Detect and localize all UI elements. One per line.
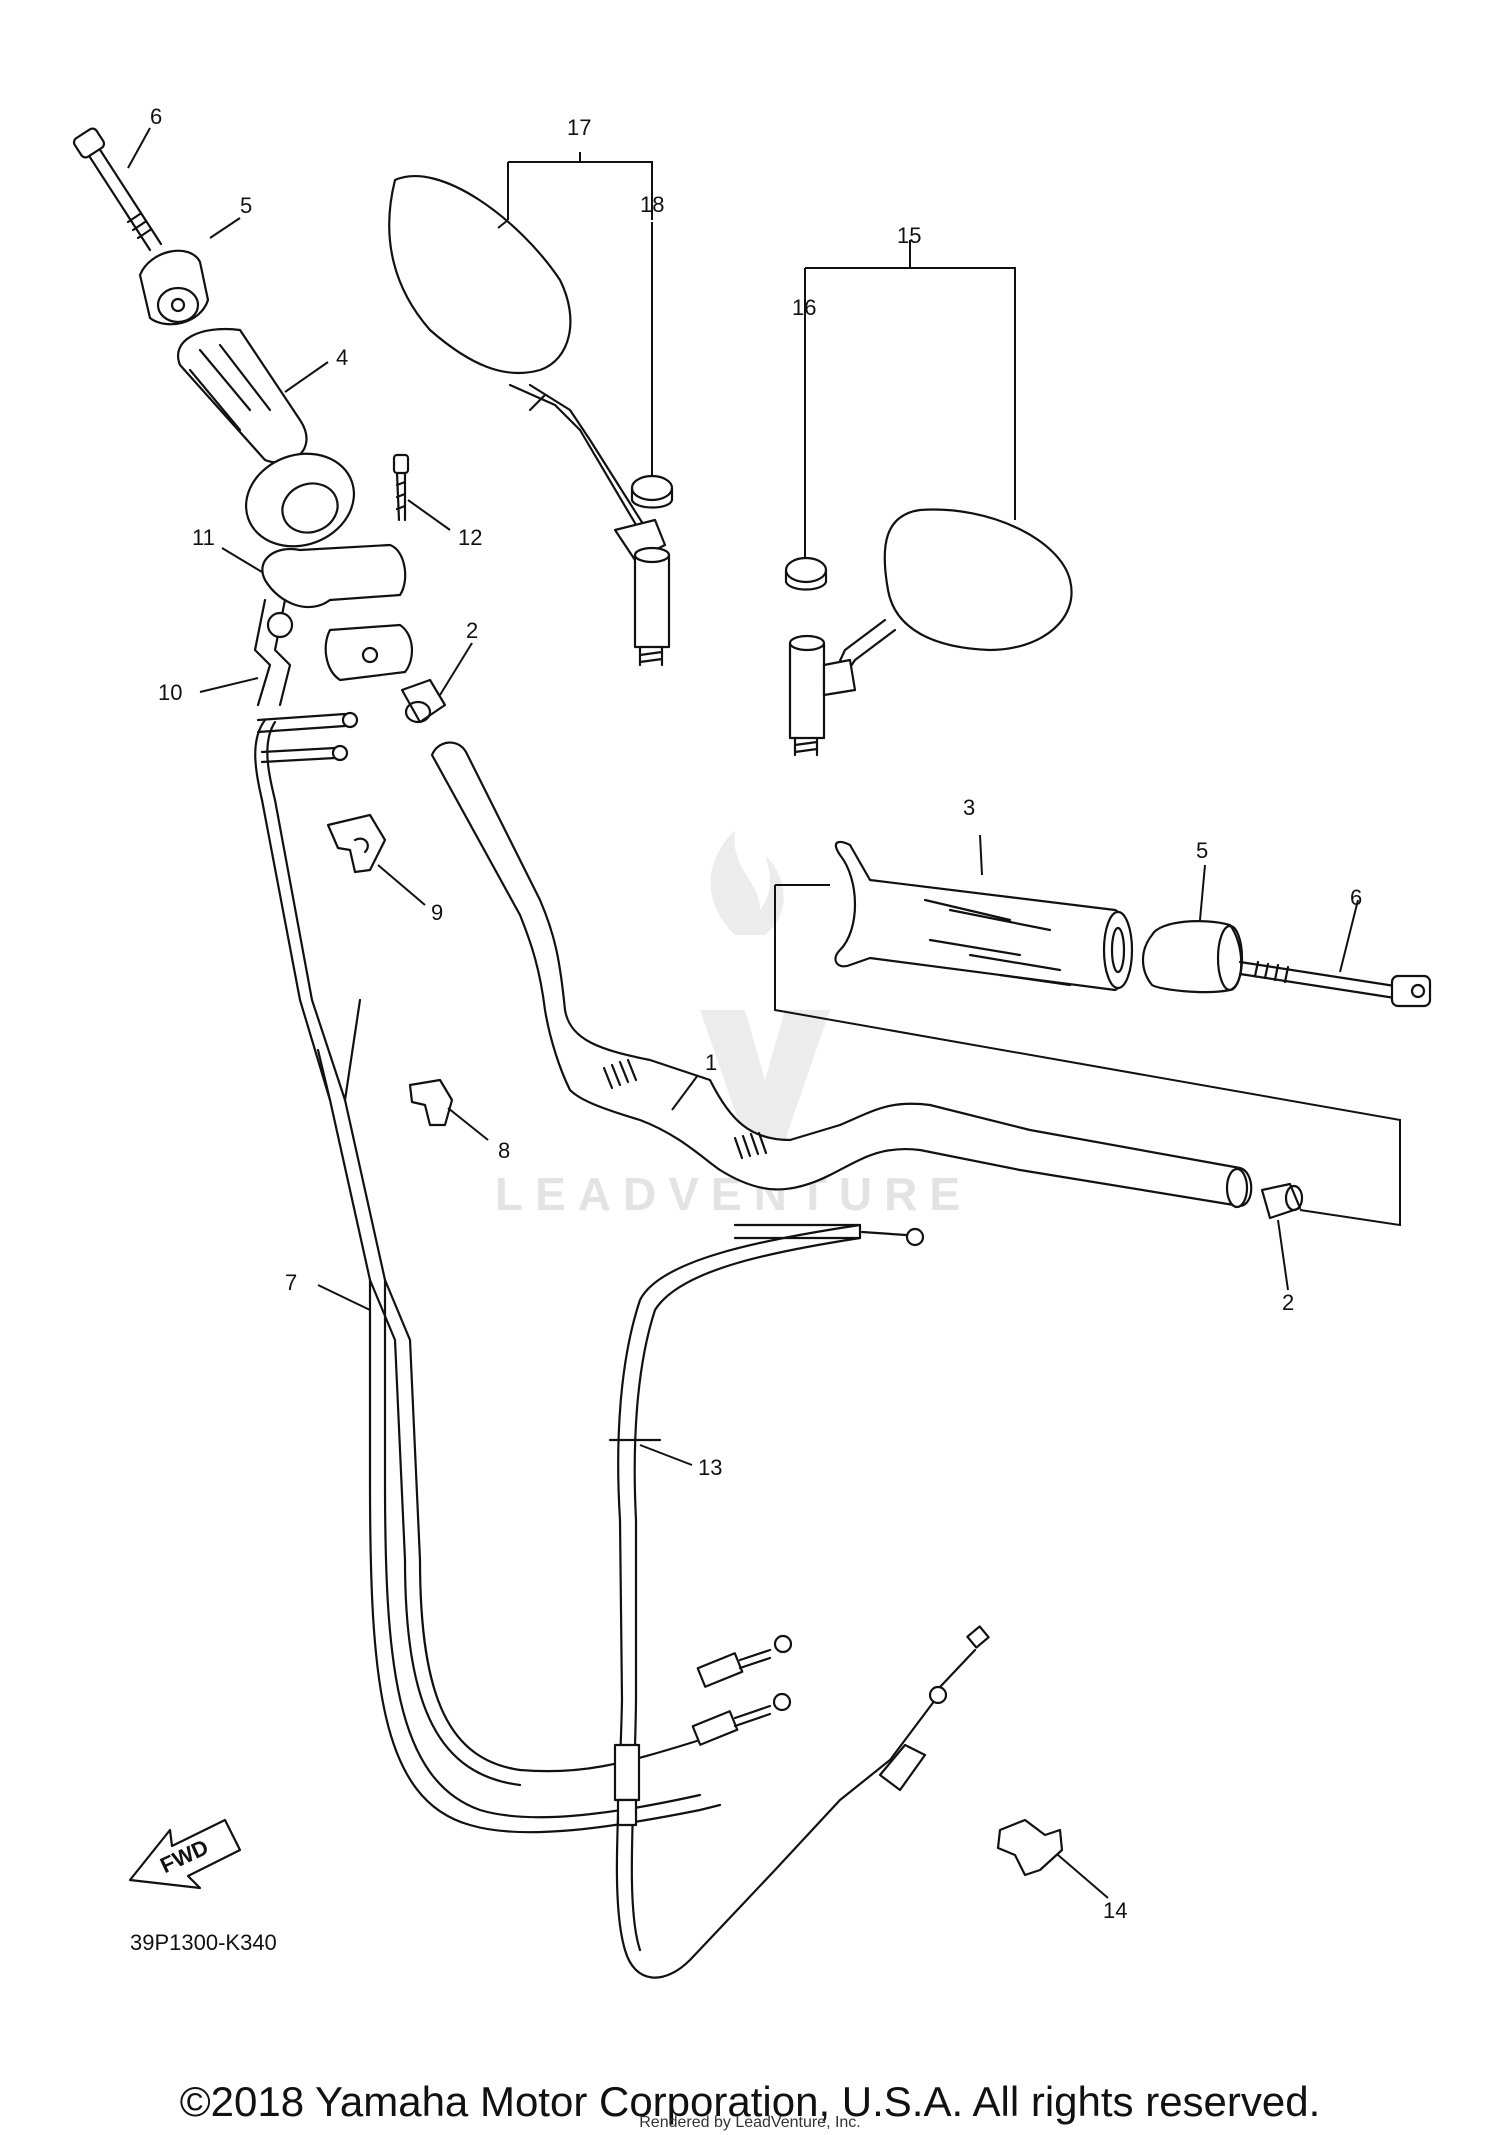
callout-2-right: 2	[1282, 1290, 1294, 1315]
callout-14: 14	[1103, 1898, 1127, 1923]
part-2-right-collar	[1260, 1182, 1304, 1220]
rendered-by-notice: Rendered by LeadVenture, Inc.	[639, 2114, 861, 2131]
callout-15: 15	[897, 223, 921, 248]
part-3-right-grip	[834, 840, 1134, 992]
part-5-left-weight	[138, 249, 210, 326]
part-15-right-mirror	[788, 508, 1073, 757]
callout-17: 17	[567, 115, 591, 140]
part-17-left-mirror	[388, 174, 671, 667]
callout-5-left: 5	[240, 193, 252, 218]
callouts: 6 5 4 12 11 10 2 9 8 7 13 14 1 2 3 5 6 1…	[150, 104, 1362, 1923]
part-13-clutch-cable	[608, 1223, 990, 1979]
callout-9: 9	[431, 900, 443, 925]
part-6-right-bolt	[1238, 960, 1432, 1008]
part-12-screw	[392, 453, 410, 522]
watermark-v-icon	[700, 1010, 830, 1140]
callout-1: 1	[705, 1050, 717, 1075]
part-2-left-collar	[400, 678, 447, 724]
part-8-clamp	[408, 1078, 454, 1127]
part-7-throttle-cables	[260, 798, 793, 1834]
callout-6-left: 6	[150, 104, 162, 129]
diagram-code: 39P1300-K340	[130, 1930, 277, 1955]
leader-lines	[127, 127, 1359, 1899]
watermark-text: LEADVENTURE	[495, 1168, 972, 1220]
callout-7: 7	[285, 1270, 297, 1295]
part-1-handlebar	[430, 741, 1253, 1209]
copyright-notice: ©2018 Yamaha Motor Corporation, U.S.A. A…	[179, 2078, 1321, 2125]
part-16-right-cap	[784, 556, 828, 591]
part-6-left-bolt	[72, 127, 163, 252]
callout-10: 10	[158, 680, 182, 705]
watermark-flame-icon	[710, 830, 784, 935]
part-9-clamp	[326, 813, 387, 874]
callout-4: 4	[336, 345, 348, 370]
part-14-clamp	[996, 1818, 1064, 1877]
left-cable-ends	[254, 711, 359, 802]
part-4-left-grip	[177, 328, 356, 548]
callout-12: 12	[458, 525, 482, 550]
callout-6-right: 6	[1350, 885, 1362, 910]
callout-3: 3	[963, 795, 975, 820]
callout-8: 8	[498, 1138, 510, 1163]
part-5-right-weight	[1141, 920, 1244, 994]
callout-16: 16	[792, 295, 816, 320]
watermark: LEADVENTURE	[495, 830, 972, 1220]
part-10-11-throttle-housing	[253, 543, 413, 707]
callout-2-left: 2	[466, 618, 478, 643]
callout-5-right: 5	[1196, 838, 1208, 863]
callout-18: 18	[640, 192, 664, 217]
right-grip-bounding-box	[774, 884, 1401, 1227]
fwd-arrow-icon: FWD	[128, 1818, 242, 1890]
part-18-left-cap	[630, 474, 674, 509]
callout-11: 11	[192, 525, 215, 550]
callout-13: 13	[698, 1455, 722, 1480]
